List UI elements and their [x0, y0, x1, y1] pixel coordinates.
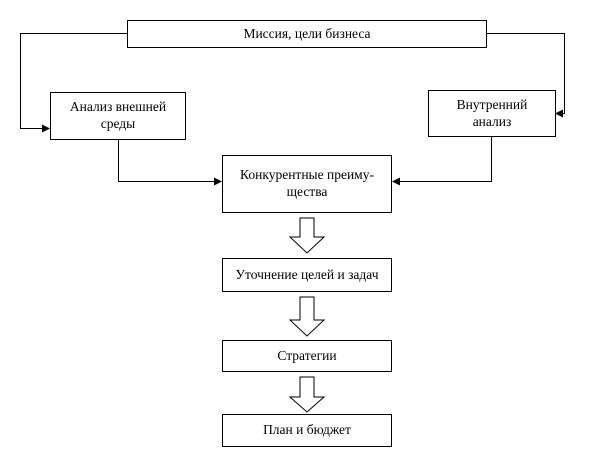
node-mission-label: Миссия, цели бизнеса — [243, 25, 371, 41]
node-strategies: Стратегии — [222, 340, 392, 372]
node-external-analysis-label: Анализ внешней среды — [69, 99, 167, 131]
block-arrow-strategies-to-plan — [288, 376, 326, 413]
node-external-analysis: Анализ внешней среды — [50, 92, 186, 140]
node-plan-budget: План и бюджет — [222, 414, 392, 447]
connector-mission-to-internal — [487, 33, 565, 114]
arrowhead-into-internal — [555, 109, 563, 118]
block-arrow-goals-to-strategies — [288, 296, 326, 337]
arrowhead-into-external — [42, 124, 50, 133]
node-internal-analysis: Внутренний анализ — [428, 90, 556, 137]
connector-mission-to-external — [20, 33, 127, 129]
node-competitive-advantages: Конкурентные преиму-щества — [222, 155, 392, 213]
node-goals-clarification: Уточнение целей и задач — [222, 258, 392, 292]
connector-external-to-competitive — [118, 140, 214, 182]
block-arrow-competitive-to-goals — [288, 217, 326, 254]
node-competitive-advantages-label: Конкурентные преиму-щества — [240, 167, 374, 199]
node-goals-clarification-label: Уточнение целей и задач — [235, 266, 379, 282]
node-internal-analysis-label: Внутренний анализ — [456, 96, 528, 129]
node-strategies-label: Стратегии — [277, 347, 337, 363]
arrowhead-into-competitive-right — [392, 177, 400, 186]
node-plan-budget-label: План и бюджет — [263, 422, 351, 438]
arrowhead-into-competitive-left — [214, 177, 222, 186]
connector-internal-to-competitive — [400, 137, 492, 182]
node-mission: Миссия, цели бизнеса — [127, 20, 487, 48]
